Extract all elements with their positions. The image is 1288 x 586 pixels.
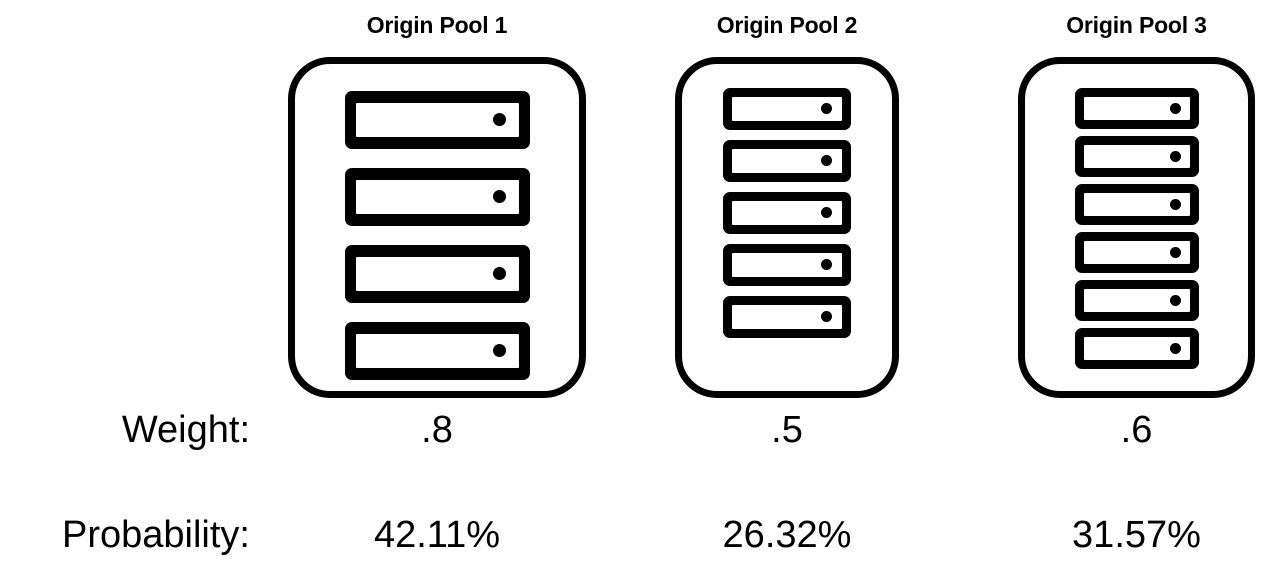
server-unit[interactable] [1074, 328, 1199, 369]
origin-pool-1-probability-value: 42.11% [373, 514, 501, 556]
origin-pool-3-title: Origin Pool 3 [1066, 12, 1207, 38]
origin-pool-1-container[interactable] [288, 57, 586, 398]
server-status-dot [1169, 343, 1181, 354]
origin-pool-3-server-list [1018, 88, 1255, 369]
server-status-dot [1169, 151, 1181, 162]
server-status-dot [821, 207, 832, 218]
server-status-dot [492, 267, 506, 280]
origin-pool-2-title: Origin Pool 2 [716, 12, 858, 38]
server-unit[interactable] [723, 88, 851, 130]
server-unit[interactable] [1074, 280, 1199, 321]
server-unit[interactable] [1074, 136, 1199, 177]
server-unit[interactable] [344, 322, 530, 380]
server-status-dot [821, 103, 832, 114]
server-status-dot [492, 190, 506, 203]
server-unit[interactable] [723, 296, 851, 338]
server-status-dot [821, 259, 832, 270]
server-status-dot [1169, 295, 1181, 306]
server-unit[interactable] [723, 192, 851, 234]
server-status-dot [492, 113, 506, 126]
server-unit[interactable] [1074, 88, 1199, 129]
origin-pool-3-weight-value: .6 [1120, 409, 1153, 451]
server-status-dot [492, 344, 506, 357]
origin-pool-1-server-list [288, 91, 586, 380]
origin-pool-2-server-list [675, 88, 899, 338]
server-unit[interactable] [1074, 184, 1199, 225]
server-unit[interactable] [344, 245, 530, 303]
server-unit[interactable] [723, 244, 851, 286]
server-unit[interactable] [1074, 232, 1199, 273]
origin-pool-3-probability-value: 31.57% [1072, 514, 1201, 556]
server-status-dot [1169, 103, 1181, 114]
probability-row-label: Probability: [62, 514, 250, 556]
origin-pool-2-weight-value: .5 [771, 409, 803, 451]
server-unit[interactable] [344, 168, 530, 226]
server-status-dot [821, 311, 832, 322]
server-unit[interactable] [723, 140, 851, 182]
origin-pool-2-probability-value: 26.32% [722, 514, 852, 556]
server-status-dot [1169, 199, 1181, 210]
origin-pool-1-weight-value: .8 [421, 409, 453, 451]
server-status-dot [1169, 247, 1181, 258]
weight-row-label: Weight: [121, 409, 250, 451]
server-unit[interactable] [344, 91, 530, 149]
server-status-dot [821, 155, 832, 166]
origin-pool-1-title: Origin Pool 1 [366, 12, 508, 38]
